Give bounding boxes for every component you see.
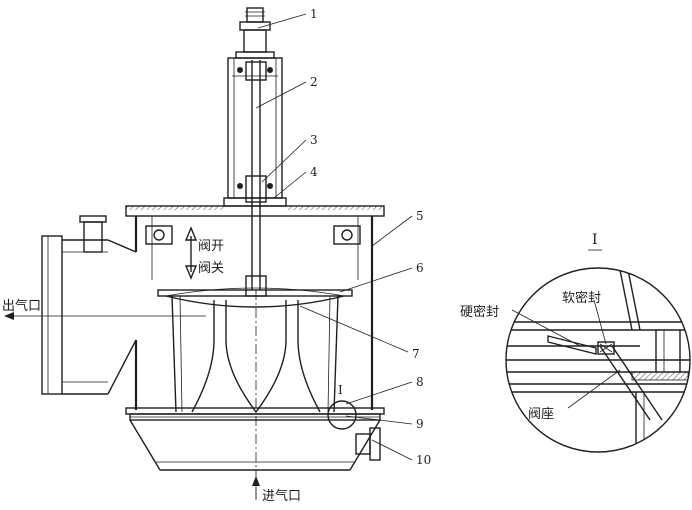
valve-close-label: 阀关 <box>198 261 224 276</box>
valve-seat-label: 阀座 <box>528 407 554 422</box>
detail-mark-label: I <box>338 383 343 397</box>
callout-5: 5 <box>416 209 424 223</box>
leader-lines <box>255 13 413 461</box>
actuator-assembly <box>223 7 287 290</box>
callout-3: 3 <box>310 133 318 147</box>
callout-10: 10 <box>416 453 431 467</box>
inlet-label: 进气口 <box>262 488 301 504</box>
detail-title: I <box>592 232 598 248</box>
callout-7: 7 <box>412 347 420 361</box>
detail-view <box>505 267 691 453</box>
callout-9: 9 <box>416 417 424 431</box>
soft-seal-label: 软密封 <box>562 290 601 306</box>
outlet-label: 出气口 <box>2 298 41 314</box>
flow-arrows <box>4 312 260 500</box>
callout-6: 6 <box>416 261 424 275</box>
valve-body <box>41 205 385 500</box>
callout-1: 1 <box>310 7 318 21</box>
callout-4: 4 <box>310 165 318 179</box>
callout-2: 2 <box>310 75 318 89</box>
hard-seal-label: 硬密封 <box>460 304 499 320</box>
detail-circle <box>327 400 357 430</box>
callout-8: 8 <box>416 375 424 389</box>
valve-open-label: 阀开 <box>198 239 224 254</box>
